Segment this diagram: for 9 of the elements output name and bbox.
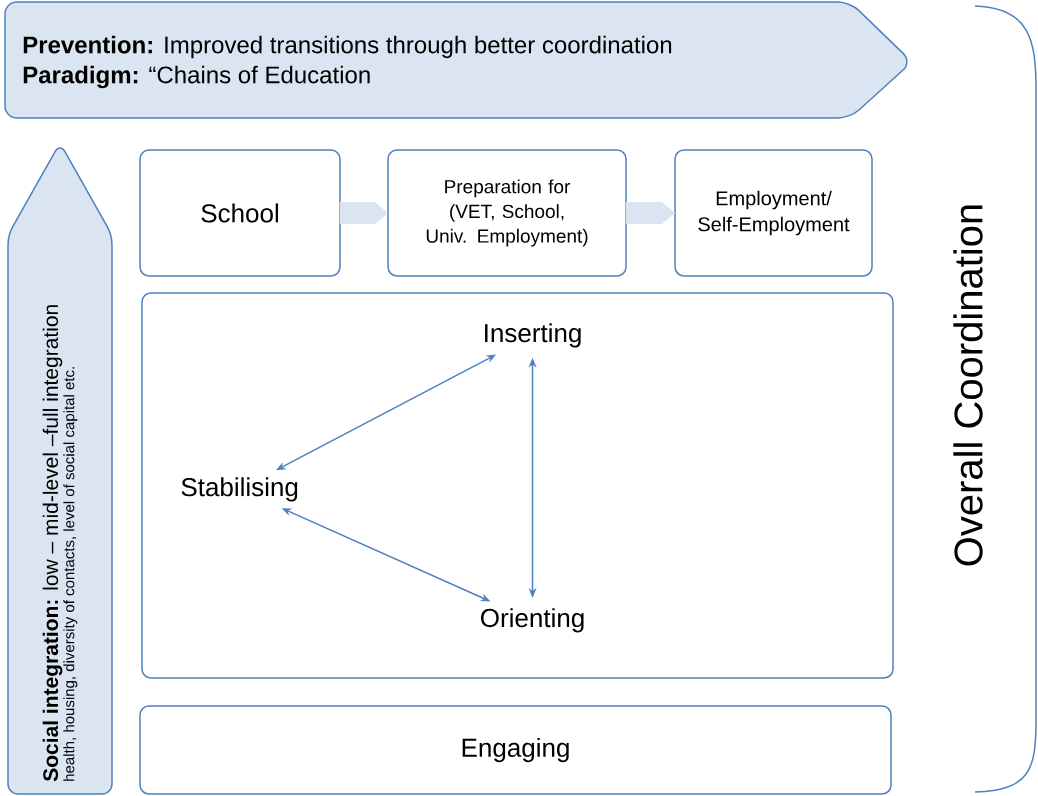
process-box: Preparation for (VET, School, Univ. Employment) [387, 149, 627, 277]
side-label: Overall Coordination [953, 205, 983, 566]
stage-label: Orienting [481, 608, 584, 633]
stage-box [141, 292, 894, 679]
process-box: School [139, 149, 341, 277]
stage-box: Engaging [139, 705, 892, 795]
stage-label: Stabilising [181, 477, 298, 502]
stage-label: Inserting [485, 323, 581, 348]
process-box: Employment/ Self-Employment [674, 149, 873, 277]
